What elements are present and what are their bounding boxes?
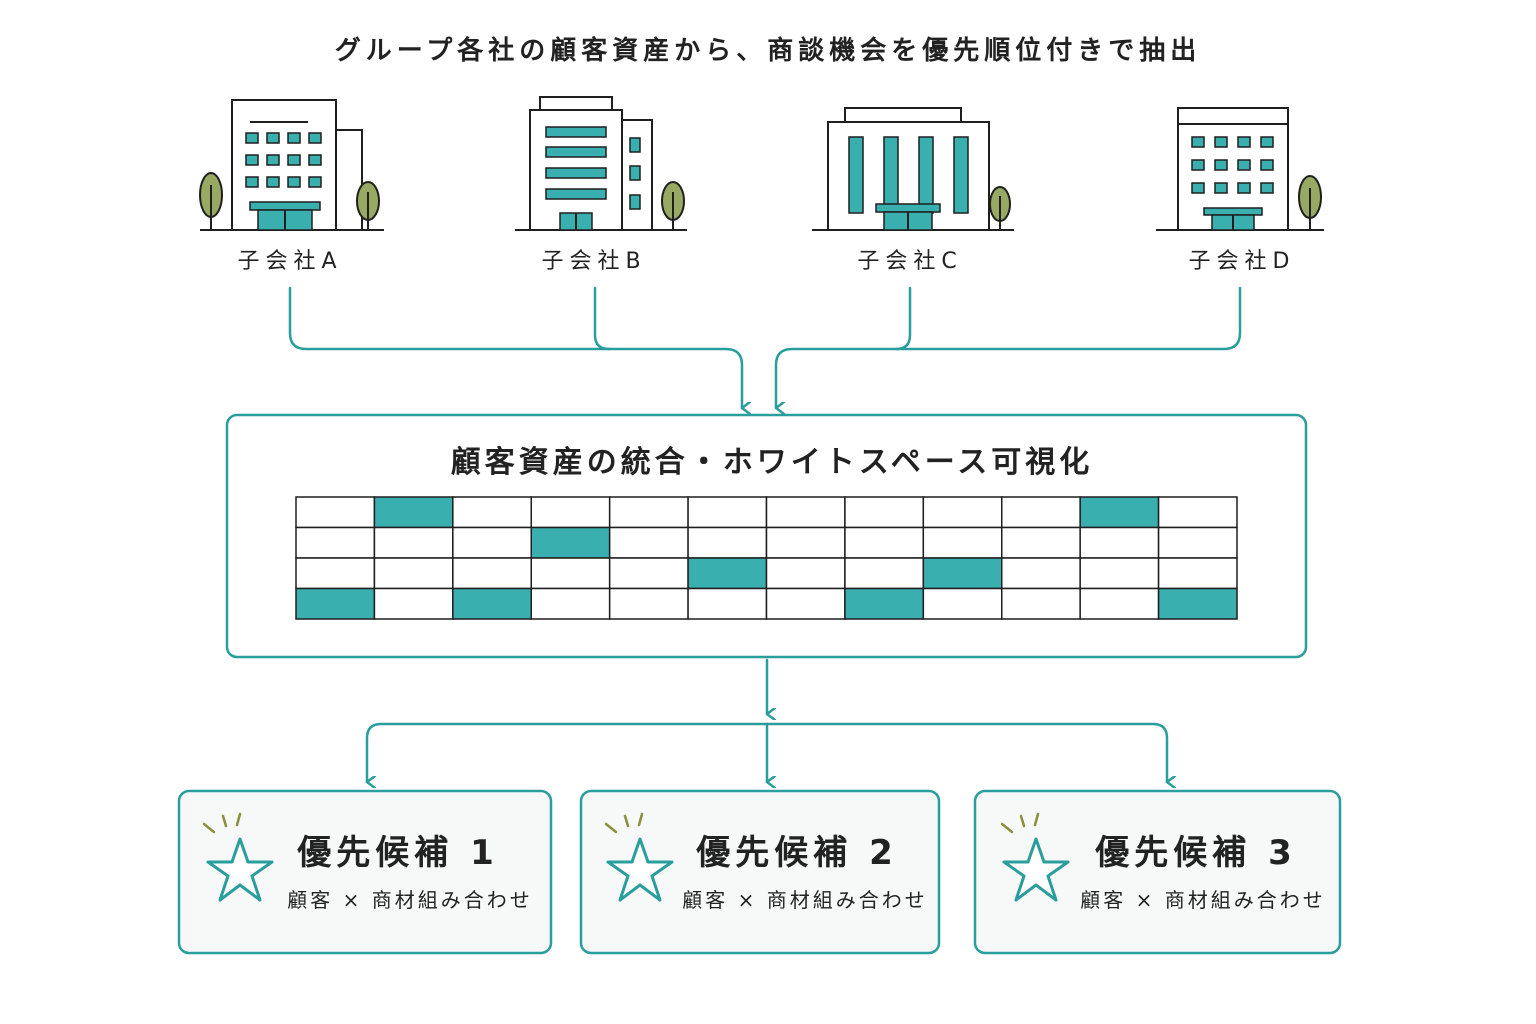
grid-cell <box>765 496 846 529</box>
grid-cell <box>373 587 454 620</box>
connectors-top <box>288 286 1242 408</box>
candidate-title-2: 優先候補 2 <box>695 833 898 873</box>
grid-cell <box>1001 557 1081 590</box>
candidate-card-2: 優先候補 2 顧客 × 商材組み合わせ <box>579 789 941 955</box>
grid-cell <box>373 557 454 590</box>
company-label-a: 子会社A <box>237 249 342 274</box>
candidate-card-3: 優先候補 3 顧客 × 商材組み合わせ <box>973 789 1342 955</box>
whitespace-grid <box>295 496 1238 620</box>
star-icon <box>206 837 274 902</box>
grid-cell <box>295 526 376 559</box>
building-b <box>515 96 687 231</box>
star-icon <box>1002 837 1070 902</box>
hub-title: 顧客資産の統合・ホワイトスペース可視化 <box>451 445 1093 480</box>
grid-cell <box>922 587 1003 620</box>
sparkle-icon <box>1000 812 1040 834</box>
grid-cell <box>844 526 925 559</box>
grid-cell <box>530 587 611 620</box>
building-a <box>199 99 384 231</box>
candidate-card-1: 優先候補 1 顧客 × 商材組み合わせ <box>177 789 553 955</box>
tree-icon <box>356 181 380 230</box>
grid-cell-filled <box>452 587 532 620</box>
grid-cell <box>1001 526 1081 559</box>
building-d <box>1156 107 1324 231</box>
grid-cell <box>922 526 1003 559</box>
grid-cell <box>844 557 925 590</box>
company-label-c: 子会社C <box>857 249 962 274</box>
grid-cell <box>844 496 925 529</box>
candidate-title-1: 優先候補 1 <box>296 833 499 873</box>
grid-cell <box>765 526 846 559</box>
grid-cell-filled <box>844 587 925 620</box>
grid-cell <box>373 526 454 559</box>
grid-cell <box>687 496 768 529</box>
grid-cell-filled <box>295 587 376 620</box>
grid-cell <box>1001 587 1081 620</box>
building-icon <box>545 126 641 231</box>
grid-cell <box>1157 496 1238 529</box>
candidate-subtitle-1: 顧客 × 商材組み合わせ <box>287 888 532 912</box>
grid-cell-filled <box>1157 587 1238 620</box>
company-label-d: 子会社D <box>1189 249 1296 274</box>
grid-cell <box>608 496 689 529</box>
tree-icon <box>661 181 685 230</box>
grid-cell-filled <box>373 496 454 529</box>
building-icon <box>848 136 969 231</box>
tree-icon <box>1298 175 1322 230</box>
tree-icon <box>989 186 1011 230</box>
candidate-subtitle-3: 顧客 × 商材組み合わせ <box>1080 888 1325 912</box>
sparkle-icon <box>604 812 644 834</box>
star-icon <box>606 837 674 902</box>
arrow-down-icon <box>774 286 1242 408</box>
company-label-b: 子会社B <box>541 249 646 274</box>
grid-cell <box>1079 587 1160 620</box>
grid-cell <box>530 496 611 529</box>
grid-cell <box>295 557 376 590</box>
grid-cell <box>452 557 532 590</box>
grid-cell-filled <box>530 526 611 559</box>
grid-cell <box>1079 526 1160 559</box>
grid-cell <box>1157 557 1238 590</box>
building-icon <box>245 132 322 231</box>
grid-cell <box>687 587 768 620</box>
arrow-down-icon <box>365 722 769 782</box>
arrow-down-icon <box>765 722 1167 782</box>
grid-cell <box>765 587 846 620</box>
candidate-title-3: 優先候補 3 <box>1094 833 1297 873</box>
grid-cell-filled <box>687 557 768 590</box>
grid-cell <box>452 526 532 559</box>
building-c <box>812 107 1014 231</box>
grid-cell <box>608 557 689 590</box>
grid-cell <box>922 496 1003 529</box>
grid-cell-filled <box>922 557 1003 590</box>
grid-cell <box>1079 557 1160 590</box>
grid-cell <box>608 587 689 620</box>
sparkle-icon <box>202 812 242 834</box>
diagram-title: グループ各社の顧客資産から、商談機会を優先順位付きで抽出 <box>335 35 1201 66</box>
candidate-subtitle-2: 顧客 × 商材組み合わせ <box>682 888 927 912</box>
arrow-down-icon <box>288 286 742 408</box>
tree-icon <box>199 172 223 230</box>
grid-cell <box>1157 526 1238 559</box>
grid-cell <box>452 496 532 529</box>
grid-cell <box>608 526 689 559</box>
grid-cell <box>765 557 846 590</box>
grid-cell <box>295 496 376 529</box>
grid-cell-filled <box>1079 496 1160 529</box>
grid-cell <box>530 557 611 590</box>
grid-cell <box>1001 496 1081 529</box>
grid-cell <box>687 526 768 559</box>
connectors-bottom <box>365 658 1167 782</box>
